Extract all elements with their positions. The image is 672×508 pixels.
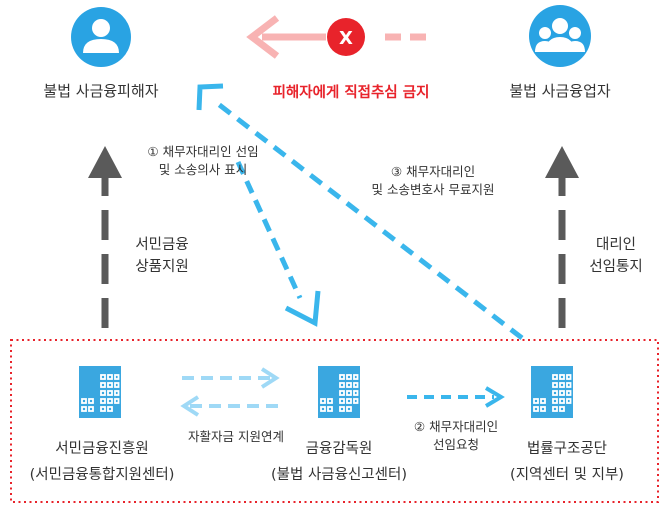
institutions-boundary (10, 339, 659, 503)
step3-label: ③ 채무자대리인 및 소송변호사 무료지원 (348, 163, 518, 199)
step3-label-line1: ③ 채무자대리인 (390, 164, 476, 179)
kinfa-label: 서민금융진흥원 (서민금융통합지원센터) (14, 436, 190, 488)
lender-label: 불법 사금융업자 (509, 82, 611, 100)
prohibited-collection-arrow (246, 15, 432, 59)
building-icon (79, 366, 121, 418)
building-icon (531, 366, 573, 418)
klac-label: 법률구조공단 (지역센터 및 지부) (490, 436, 644, 488)
agent-notice-label: 대리인 선임통지 (574, 234, 658, 278)
step1-arrow (235, 160, 321, 327)
prohibit-label: 피해자에게 직접추심 금지 (272, 85, 430, 101)
kinfa-name: 서민금융진흥원 (55, 441, 149, 457)
agent-notice-line1: 대리인 (595, 237, 637, 253)
victim-label: 불법 사금융피해자 (43, 82, 159, 100)
fss-name: 금융감독원 (305, 441, 373, 457)
fss-to-kinfa-arrow (180, 395, 280, 417)
agent-notice-line2: 선임통지 (589, 259, 643, 275)
kinfa-to-fss-arrow (182, 367, 280, 389)
x-circle-icon (327, 18, 365, 56)
klac-name: 법률구조공단 (526, 441, 608, 457)
fss-label: 금융감독원 (불법 사금융신고센터) (262, 436, 416, 488)
kinfa-support-arrow (88, 146, 122, 328)
people-icon (529, 5, 591, 67)
agent-notice-arrow (545, 146, 579, 328)
step1-label-line1: ① 채무자대리인 선임 (147, 144, 259, 159)
building-icon (318, 366, 360, 418)
fss-subname: (불법 사금융신고센터) (271, 467, 407, 483)
person-icon (71, 7, 131, 67)
kinfa-support-line2: 상품지원 (135, 259, 189, 275)
kinfa-support-line1: 서민금융 (135, 237, 189, 253)
step1-label-line2: 및 소송의사 표시 (158, 162, 248, 177)
step3-arrow (196, 83, 524, 340)
step2-arrow (407, 386, 505, 408)
kinfa-support-label: 서민금융 상품지원 (112, 234, 212, 278)
klac-subname: (지역센터 및 지부) (510, 467, 624, 483)
x-mark: X (339, 28, 353, 49)
step2-label-line2: 선임요청 (432, 437, 479, 452)
step2-label-line1: ② 채무자대리인 (413, 419, 499, 434)
step2-label: ② 채무자대리인 선임요청 (400, 418, 512, 454)
step1-label: ① 채무자대리인 선임 및 소송의사 표시 (128, 143, 278, 179)
kinfa-subname: (서민금융통합지원센터) (29, 467, 175, 483)
step3-label-line2: 및 소송변호사 무료지원 (371, 182, 495, 197)
self-support-label: 자활자금 지원연계 (188, 429, 284, 444)
